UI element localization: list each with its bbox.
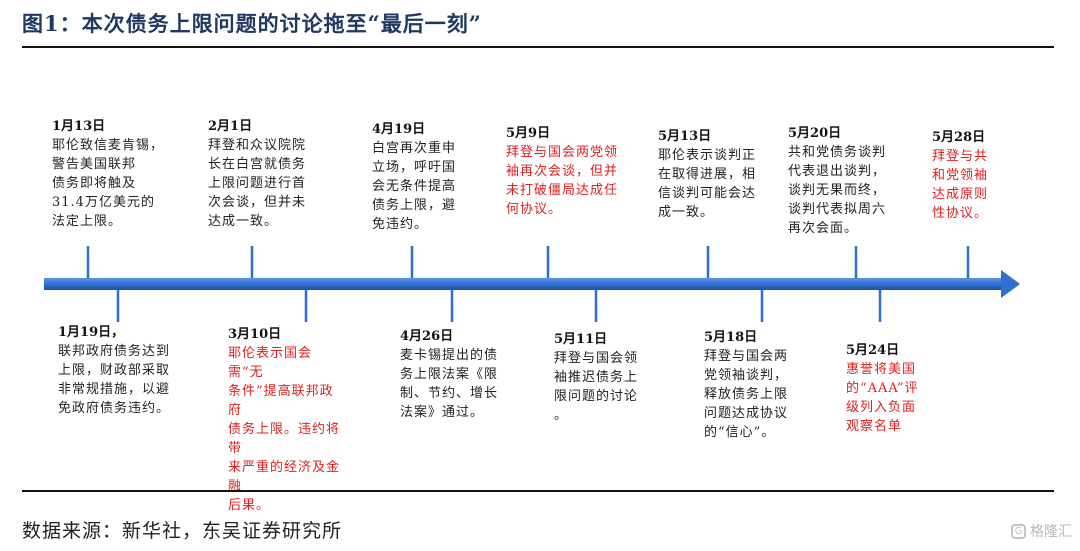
event-may24: 5月24日 惠誉将美国 的“AAA”评 级列入负面 观察名单 (846, 341, 964, 436)
event-description: 耶伦表示国会需“无 条件”提高联邦政府 债务上限。违约将带 来严重的经济及金融 … (228, 346, 341, 513)
event-description: 白宫再次重申 立场，呼吁国 会无条件提高 债务上限，避 免违约。 (372, 141, 457, 232)
event-description: 麦卡锡提出的债 务上限法案《限 制、节约、增长 法案》通过。 (400, 348, 499, 420)
event-jan13: 1月13日 耶伦致信麦肯锡， 警告美国联邦 债务即将触及 31.4万亿美元的 法… (52, 117, 170, 231)
event-date: 5月9日 (506, 126, 551, 141)
event-jan19: 1月19日， 联邦政府债务达到 上限，财政部采取 非常规措施，以避 免政府债务违… (58, 323, 176, 418)
timeline-ticks (86, 246, 970, 322)
watermark-text: 格隆汇 (1030, 524, 1072, 540)
event-date: 5月11日 (554, 332, 608, 347)
bottom-divider (22, 490, 1054, 492)
event-description: 拜登与国会两 党领袖谈判， 释放债务上限 问题达成协议 的“信心”。 (704, 349, 789, 440)
top-divider (22, 46, 1054, 48)
event-date: 5月18日 (704, 330, 758, 345)
event-date: 4月26日 (400, 329, 454, 344)
timeline-svg (44, 246, 1020, 322)
watermark-logo-icon: G (1011, 523, 1026, 539)
event-may13: 5月13日 耶伦表示谈判正 在取得进展，相 信谈判可能会达 成一致。 (658, 127, 776, 222)
event-may18: 5月18日 拜登与国会两 党领袖谈判， 释放债务上限 问题达成协议 的“信心”。 (704, 328, 822, 442)
event-description: 拜登和众议院院 长在白宫就债务 上限问题进行首 次会谈，但并未 达成一致。 (208, 138, 307, 229)
figure-title: 图1：本次债务上限问题的讨论拖至“最后一刻” (22, 11, 482, 36)
event-date: 3月10日 (228, 327, 282, 342)
event-date: 1月13日 (52, 119, 106, 134)
event-apr19: 4月19日 白宫再次重申 立场，呼吁国 会无条件提高 债务上限，避 免违约。 (372, 120, 490, 234)
event-date: 2月1日 (208, 119, 253, 134)
event-may9: 5月9日 拜登与国会两党领 袖再次会谈，但并 未打破僵局达成任 何协议。 (506, 124, 624, 219)
event-date: 5月28日 (932, 130, 986, 145)
event-description: 耶伦致信麦肯锡， 警告美国联邦 债务即将触及 31.4万亿美元的 法定上限。 (52, 138, 165, 229)
event-date: 5月20日 (788, 126, 842, 141)
source-note: 数据来源：新华社，东吴证券研究所 (22, 520, 343, 542)
event-apr26: 4月26日 麦卡锡提出的债 务上限法案《限 制、节约、增长 法案》通过。 (400, 327, 518, 422)
event-description: 拜登与国会两党领 袖再次会谈，但并 未打破僵局达成任 何协议。 (506, 145, 619, 217)
watermark: G 格隆汇 (1011, 521, 1072, 541)
timeline-arrow-shaft (44, 278, 1004, 290)
event-may11: 5月11日 拜登与国会领 袖推迟债务上 限问题的讨论 。 (554, 330, 672, 425)
event-description: 共和党债务谈判 代表退出谈判， 谈判无果而终， 谈判代表拟周六 再次会面。 (788, 145, 887, 236)
event-date: 4月19日 (372, 122, 426, 137)
event-mar10: 3月10日 耶伦表示国会需“无 条件”提高联邦政府 债务上限。违约将带 来严重的… (228, 325, 346, 515)
event-description: 耶伦表示谈判正 在取得进展，相 信谈判可能会达 成一致。 (658, 148, 757, 220)
event-date: 5月24日 (846, 343, 900, 358)
event-date: 1月19日， (58, 325, 125, 340)
event-may20: 5月20日 共和党债务谈判 代表退出谈判， 谈判无果而终， 谈判代表拟周六 再次… (788, 124, 906, 238)
timeline-arrow-head (1001, 270, 1020, 298)
event-description: 拜登与国会领 袖推迟债务上 限问题的讨论 。 (554, 351, 639, 423)
event-may28: 5月28日 拜登与共 和党领袖 达成原则 性协议。 (932, 128, 1050, 223)
event-date: 5月13日 (658, 129, 712, 144)
event-feb1: 2月1日 拜登和众议院院 长在白宫就债务 上限问题进行首 次会谈，但并未 达成一… (208, 117, 326, 231)
event-description: 联邦政府债务达到 上限，财政部采取 非常规措施，以避 免政府债务违约。 (58, 344, 171, 416)
event-description: 惠誉将美国 的“AAA”评 级列入负面 观察名单 (846, 362, 919, 434)
event-description: 拜登与共 和党领袖 达成原则 性协议。 (932, 149, 989, 221)
